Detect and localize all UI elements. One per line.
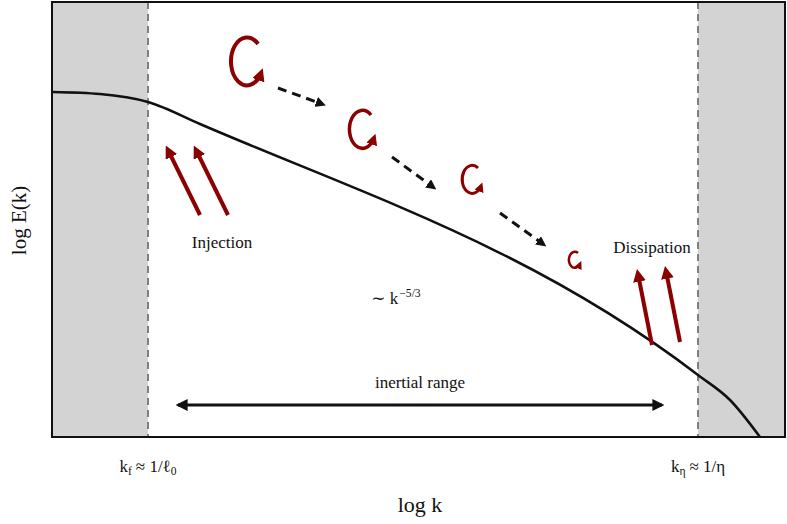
kolmogorov-scale-line	[697, 2, 699, 437]
label-text: η	[679, 465, 685, 478]
eddy-symbol	[231, 37, 261, 85]
eddy-symbol	[349, 110, 374, 148]
label-text: k	[671, 457, 680, 477]
label-text: ≈ 1/ℓ	[136, 457, 171, 477]
scaling-law: ∼ k−5/3	[371, 288, 420, 309]
axis-title: log E(k)	[8, 185, 33, 254]
label-text: Dissipation	[613, 238, 690, 258]
label-text: log k	[398, 492, 443, 518]
dissipation-arrow	[638, 274, 652, 345]
injection-arrow	[168, 150, 200, 215]
eddy-symbol	[569, 252, 580, 268]
range-label: inertial range	[375, 373, 465, 393]
tick-label: kf ≈ 1/ℓ0	[119, 457, 176, 477]
label-text: ∼ k	[371, 288, 398, 309]
dissipation-region	[698, 2, 785, 437]
cascade-arrow	[500, 213, 543, 244]
label-text: inertial range	[375, 373, 465, 393]
cascade-arrow	[278, 88, 322, 104]
spectrum-curve	[53, 92, 760, 437]
label-text: 0	[171, 465, 177, 478]
tick-label: kη ≈ 1/η	[671, 457, 725, 477]
eddy-symbol	[462, 165, 481, 193]
forcing-region	[52, 2, 148, 437]
forcing-scale-line	[147, 2, 149, 437]
dissipation-label: Dissipation	[613, 238, 690, 258]
label-text: −5/3	[399, 287, 420, 300]
range-arrow	[178, 404, 662, 407]
label-text: k	[119, 457, 128, 477]
axis-title: log k	[398, 492, 443, 518]
injection-label: Injection	[192, 233, 252, 253]
label-text: log E(k)	[8, 185, 33, 254]
label-text: ≈ 1/η	[689, 457, 725, 477]
cascade-arrow	[392, 157, 433, 187]
label-text: Injection	[192, 233, 252, 253]
injection-arrow	[196, 150, 228, 215]
plot-frame	[52, 2, 785, 437]
label-text: f	[128, 465, 132, 478]
dissipation-arrow	[666, 271, 680, 342]
